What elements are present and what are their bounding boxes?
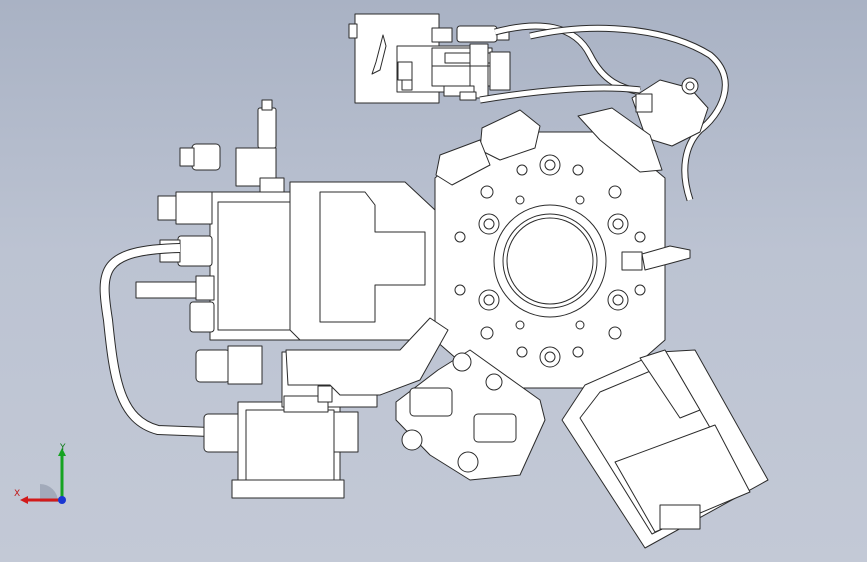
lower-curved-bracket — [285, 317, 449, 396]
top-valve-module — [348, 13, 511, 104]
left-connectors — [135, 99, 285, 385]
turret-octagon — [434, 107, 666, 389]
pneumatic-hoses — [479, 22, 729, 202]
z-axis-dot — [58, 496, 66, 504]
x-axis-label: X — [14, 489, 20, 499]
right-side-fitting — [621, 245, 691, 271]
coordinate-triad: Y X — [14, 443, 66, 504]
left-manifold-block — [209, 181, 436, 341]
bottom-sensor-pair — [395, 349, 546, 481]
y-axis-label: Y — [59, 443, 66, 453]
bottom-right-gripper-block — [561, 349, 769, 549]
turret-bolt-pattern — [454, 154, 646, 368]
left-hose-loop — [99, 243, 211, 437]
